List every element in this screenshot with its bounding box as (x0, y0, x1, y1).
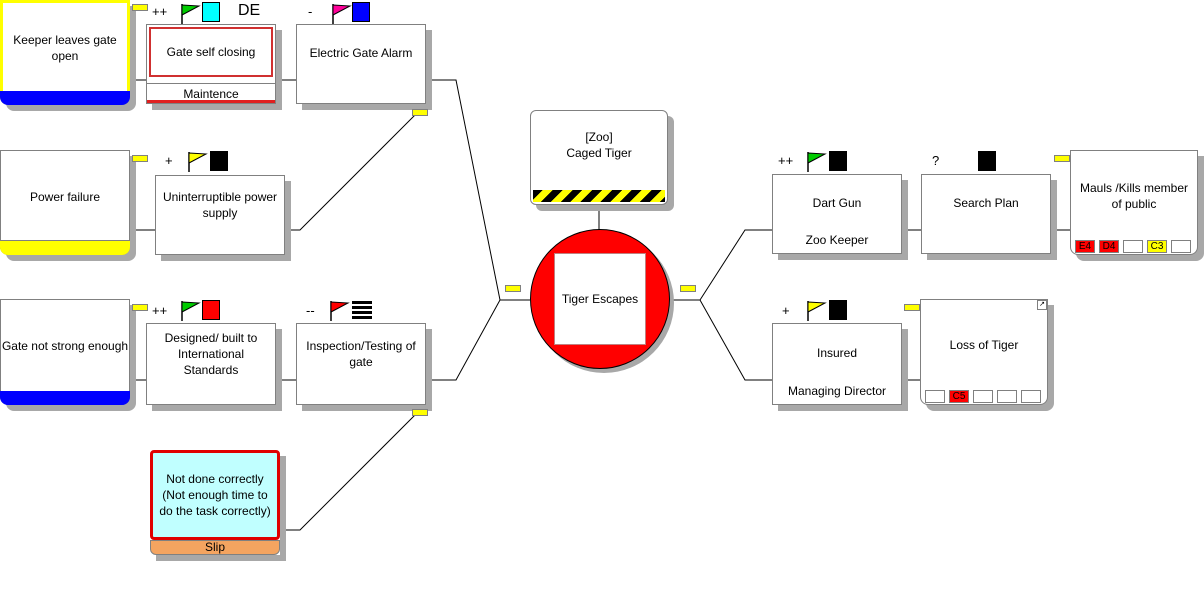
effectiveness-rating: ++ (778, 153, 794, 168)
status-square (829, 300, 847, 320)
risk-rating-5 (1021, 390, 1041, 403)
hazard-stripe (533, 190, 665, 202)
green-flag-icon (181, 301, 201, 321)
threat-gate-not-strong[interactable]: Gate not strong enough (0, 299, 130, 405)
barrier-label: Uninterruptible power supply (162, 190, 278, 220)
top-event-left-tab (505, 285, 521, 292)
barrier-electric-gate-alarm[interactable]: Electric Gate Alarm (296, 24, 426, 104)
expand-icon[interactable]: ↗ (1037, 300, 1047, 310)
effectiveness-rating: + (782, 303, 790, 318)
green-flag-icon (807, 152, 827, 172)
recovery-owner: Managing Director (787, 384, 887, 398)
risk-rating-3 (1123, 240, 1143, 253)
recovery-label: Insured (816, 346, 858, 360)
barrier-label: Gate self closing (166, 45, 256, 59)
barrier-owner: Maintence (147, 83, 275, 103)
consequence-tab (1054, 155, 1070, 162)
magenta-flag-icon (332, 4, 352, 24)
escalation-label: Not done correctly (Not enough time to d… (159, 472, 271, 518)
risk-rating-5 (1171, 240, 1191, 253)
barrier-label-frame: Gate self closing (149, 27, 273, 77)
effectiveness-rating: - (308, 4, 313, 19)
top-event-label-box: Tiger Escapes (554, 253, 646, 345)
recovery-search-plan[interactable]: Search Plan (921, 174, 1051, 254)
status-square (210, 151, 228, 171)
risk-rating-4: C3 (1147, 240, 1167, 253)
barrier-ups[interactable]: Uninterruptible power supply (155, 175, 285, 255)
effectiveness-rating: + (165, 153, 173, 168)
threat-bottom-bar (0, 391, 130, 405)
top-event-right-tab (680, 285, 696, 292)
risk-rating-1: E4 (1075, 240, 1095, 253)
risk-rating-4 (997, 390, 1017, 403)
recovery-label: Search Plan (953, 196, 1019, 210)
barrier-label: Designed/ built to International Standar… (164, 331, 258, 377)
threat-bottom-bar (0, 91, 130, 105)
escalation-type: Slip (150, 540, 280, 555)
status-square (202, 2, 220, 22)
threat-bottom-bar (0, 240, 130, 255)
recovery-owner: Zoo Keeper (805, 233, 869, 247)
consequence-label: Loss of Tiger (949, 338, 1019, 352)
top-event-label: Tiger Escapes (561, 292, 639, 306)
status-square (202, 300, 220, 320)
barrier-inspection-testing[interactable]: Inspection/Testing of gate (296, 323, 426, 405)
risk-rating-3 (973, 390, 993, 403)
hazard-caged-tiger[interactable]: [Zoo] Caged Tiger (530, 110, 668, 205)
recovery-label: Dart Gun (812, 196, 862, 210)
barrier-tab (412, 409, 428, 416)
threat-tab (132, 4, 148, 11)
yellow-flag-icon (188, 152, 208, 172)
consequence-label: Mauls /Kills member of public (1079, 181, 1189, 211)
consequence-loss-of-tiger[interactable]: ↗ Loss of Tiger C5 (920, 299, 1048, 405)
top-event-tiger-escapes[interactable]: Tiger Escapes (530, 229, 670, 369)
consequence-tab (904, 304, 920, 311)
effectiveness-rating: ++ (152, 4, 168, 19)
risk-rating-1 (925, 390, 945, 403)
status-square (352, 2, 370, 22)
barrier-tab (412, 109, 428, 116)
consequence-mauls-kills[interactable]: Mauls /Kills member of public E4 D4 C3 (1070, 150, 1198, 255)
effectiveness-rating: ? (932, 153, 940, 168)
threat-power-failure[interactable]: Power failure (0, 150, 130, 255)
barrier-extra-label: DE (238, 2, 261, 19)
effectiveness-rating: -- (306, 303, 315, 318)
threat-tab (132, 304, 148, 311)
status-square (978, 151, 996, 171)
threat-tab (132, 155, 148, 162)
risk-rating-2: C5 (949, 390, 969, 403)
yellow-flag-icon (807, 301, 827, 321)
barrier-label: Electric Gate Alarm (309, 46, 413, 60)
barrier-gate-self-closing[interactable]: Gate self closing Maintence (146, 24, 276, 104)
threat-label: Keeper leaves gate open (13, 33, 117, 63)
hazard-category: [Zoo] (585, 130, 613, 144)
status-square (829, 151, 847, 171)
green-flag-icon (181, 4, 201, 24)
barrier-label: Inspection/Testing of gate (306, 339, 416, 369)
hazard-label: Caged Tiger (566, 146, 632, 160)
escalation-label-frame: Not done correctly (Not enough time to d… (150, 450, 280, 540)
recovery-dart-gun[interactable]: Dart Gun Zoo Keeper (772, 174, 902, 254)
threat-label: Power failure (29, 190, 101, 204)
escalation-factor[interactable]: Not done correctly (Not enough time to d… (150, 450, 280, 555)
effectiveness-rating: ++ (152, 303, 168, 318)
threat-keeper-leaves-gate[interactable]: Keeper leaves gate open (0, 0, 130, 105)
barrier-designed-built[interactable]: Designed/ built to International Standar… (146, 323, 276, 405)
red-flag-icon (330, 301, 350, 321)
striped-status-icon (352, 300, 372, 322)
threat-label: Gate not strong enough (1, 339, 129, 353)
recovery-insured[interactable]: Insured Managing Director (772, 323, 902, 405)
risk-rating-2: D4 (1099, 240, 1119, 253)
